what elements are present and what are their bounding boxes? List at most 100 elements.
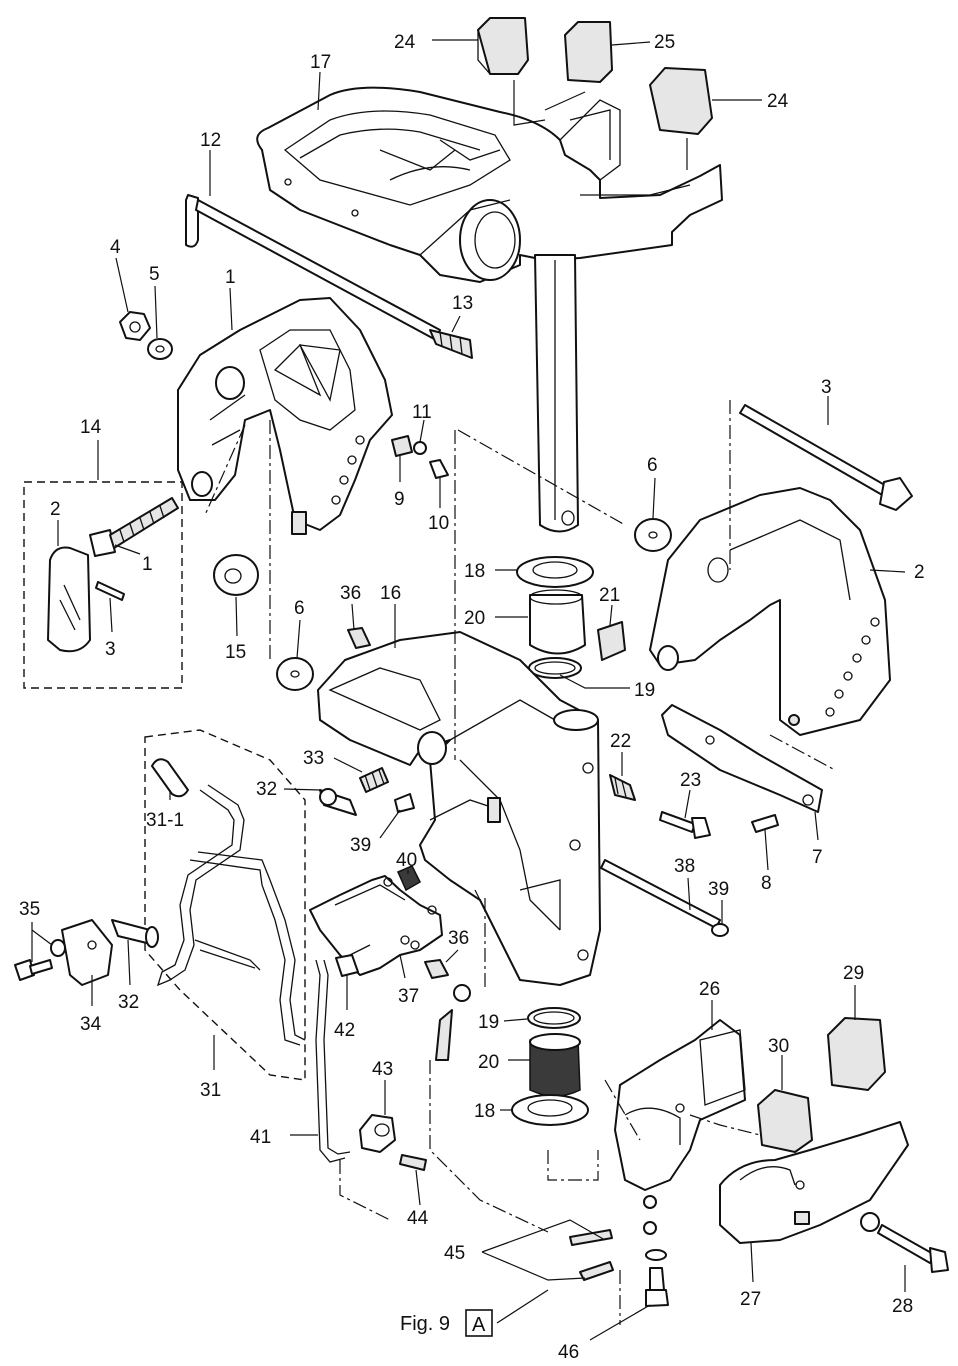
bushing-part-20-lower	[529, 1033, 581, 1097]
plate-part-7	[661, 704, 823, 813]
label-28: 28	[892, 1296, 913, 1317]
washer-part-6-left	[276, 657, 314, 691]
label-45: 45	[444, 1243, 465, 1264]
label-13: 13	[452, 293, 473, 314]
label-30: 30	[768, 1036, 789, 1057]
label-44: 44	[407, 1208, 429, 1229]
label-35: 35	[19, 899, 40, 920]
assembly-box-31	[144, 729, 306, 1081]
steering-shaft	[534, 254, 579, 533]
label-20a: 20	[464, 608, 485, 629]
sleeve-part-31-1	[151, 758, 189, 798]
clamp-handle-part-2	[47, 546, 91, 653]
clamp-bracket-part-2	[649, 487, 891, 736]
label-31-1: 31-1	[146, 810, 184, 831]
label-16: 16	[380, 583, 401, 604]
label-29: 29	[843, 963, 864, 984]
bushing-part-20-upper	[529, 589, 586, 655]
caption-letter: A	[472, 1314, 486, 1336]
caption-prefix: Fig. 9	[400, 1313, 450, 1335]
collar-part-43	[359, 1114, 396, 1153]
screw-part-11	[413, 441, 427, 455]
label-6b: 6	[294, 598, 305, 619]
bolt-part-3	[739, 404, 913, 511]
rod-part-38	[600, 859, 721, 929]
assembly-box-14	[23, 481, 183, 689]
clamp-bracket-part-1	[177, 297, 393, 535]
label-4: 4	[110, 237, 121, 258]
plate-part-34	[50, 919, 113, 986]
pin-part-32-upper	[319, 788, 357, 816]
bolt-part-28	[877, 1224, 949, 1273]
label-6a: 6	[647, 455, 658, 476]
label-19b: 19	[478, 1012, 499, 1033]
label-43: 43	[372, 1059, 393, 1080]
label-10: 10	[428, 513, 449, 534]
yoke-part-26	[614, 1019, 746, 1191]
label-42: 42	[334, 1020, 355, 1041]
bolt-part-35	[14, 959, 53, 981]
label-39a: 39	[350, 835, 371, 856]
screw-part-10	[429, 459, 449, 479]
label-18a: 18	[464, 561, 485, 582]
grease-nipple-part-36-lower	[424, 959, 449, 979]
label-36a: 36	[340, 583, 361, 604]
washer-part-5	[147, 338, 173, 360]
ground-wire	[435, 984, 471, 1061]
grease-nipple-part-36-upper	[347, 627, 371, 649]
washer-part-18-lower	[511, 1094, 589, 1126]
liner-part-21	[597, 621, 626, 661]
label-41: 41	[250, 1127, 271, 1148]
label-1b: 1	[142, 554, 153, 575]
label-27: 27	[740, 1289, 761, 1310]
clip-part-39-upper	[394, 793, 415, 813]
label-3a: 3	[105, 639, 116, 660]
tilt-lock-part-37	[309, 875, 443, 976]
label-23: 23	[680, 770, 701, 791]
label-33: 33	[303, 748, 324, 769]
pad-part-15	[213, 554, 259, 596]
o-ring-part-19-lower	[527, 1007, 581, 1029]
label-24b: 24	[767, 91, 789, 112]
label-20b: 20	[478, 1052, 499, 1073]
label-37: 37	[398, 986, 419, 1007]
label-5: 5	[149, 264, 160, 285]
label-11: 11	[412, 402, 432, 423]
pad-part-30	[757, 1089, 813, 1153]
label-26: 26	[699, 979, 720, 1000]
pad-part-29	[827, 1017, 886, 1091]
washer-part-28	[860, 1212, 880, 1232]
label-17: 17	[310, 52, 331, 73]
tilt-lever-rod-part-41	[315, 959, 351, 1163]
part-number-labels: 24 25 24 17 12 4 5 1 13 14 2 1 3 15 11 9…	[19, 32, 925, 1363]
o-ring-part-19-upper	[528, 657, 582, 679]
bolt-part-46	[645, 1249, 669, 1307]
label-2b: 2	[914, 562, 925, 583]
spring-part-13	[429, 329, 473, 359]
figure-caption: Fig. 9 A	[400, 1309, 493, 1337]
label-32a: 32	[256, 779, 277, 800]
pad-part-24-right	[649, 67, 713, 135]
pad-part-25	[564, 21, 613, 83]
bolt-part-23	[659, 811, 711, 839]
label-46: 46	[558, 1342, 579, 1363]
ground-lead-part-45	[569, 1195, 657, 1281]
label-38: 38	[674, 856, 695, 877]
label-39b: 39	[708, 879, 729, 900]
spring-part-40	[397, 865, 421, 892]
washer-part-6-right	[634, 518, 672, 552]
steering-bracket-part-17	[256, 86, 723, 283]
lower-mount-part-27	[719, 1121, 909, 1244]
pad-part-24-top	[477, 17, 529, 75]
label-32b: 32	[118, 992, 139, 1013]
label-9: 9	[394, 489, 405, 510]
spring-part-22	[609, 774, 636, 801]
label-24a: 24	[394, 32, 416, 53]
label-21: 21	[599, 585, 620, 606]
assembly-center-lines	[204, 400, 836, 1325]
label-34: 34	[80, 1014, 102, 1035]
label-22: 22	[610, 731, 631, 752]
caption-letter-box	[465, 1309, 493, 1337]
